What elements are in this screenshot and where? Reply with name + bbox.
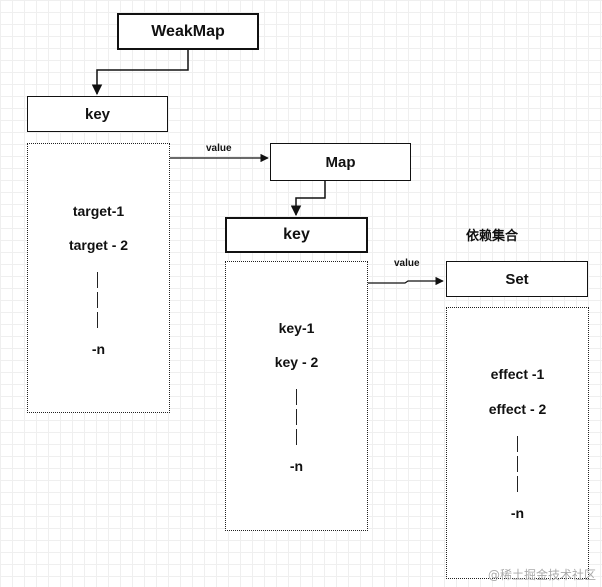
dependency-set-title: 依赖集合 [466, 228, 519, 243]
watermark: @稀土掘金技术社区 [487, 568, 596, 582]
weakmap-to-key-connector [91, 50, 189, 96]
level3-ellipsis-bar [517, 436, 518, 452]
level2-key-label: key [283, 226, 310, 243]
level1-ellipsis-bar [97, 312, 98, 328]
level2-entry-2: key - 2 [274, 354, 319, 370]
value-label-1: value [206, 143, 232, 154]
set-label: Set [505, 270, 529, 288]
level2-ellipsis-bar [296, 429, 297, 445]
set-box: Set [446, 261, 588, 297]
level3-ellipsis-bar [517, 456, 518, 472]
map-box: Map [270, 143, 411, 181]
map-label: Map [325, 153, 356, 171]
level3-ellipsis-end: -n [510, 505, 525, 521]
level1-entry-2: target - 2 [68, 237, 129, 253]
level2-key-box: key [225, 217, 368, 253]
weakmap-box: WeakMap [117, 13, 259, 50]
level2-ellipsis-bar [296, 389, 297, 405]
level1-key-label: key [84, 105, 111, 123]
level1-ellipsis-end: -n [91, 341, 106, 357]
level1-entry-1: target-1 [72, 203, 125, 219]
level1-key-box: key [27, 96, 168, 132]
weakmap-label: WeakMap [151, 22, 225, 40]
value-arrow-2 [368, 276, 444, 286]
level3-entry-2: effect - 2 [488, 401, 547, 417]
level2-ellipsis-bar [296, 409, 297, 425]
level1-ellipsis-bar [97, 272, 98, 288]
level3-ellipsis-bar [517, 476, 518, 492]
level1-ellipsis-bar [97, 292, 98, 308]
level1-entries-container [27, 143, 170, 413]
level2-ellipsis-end: -n [289, 458, 304, 474]
value-label-2: value [394, 258, 420, 269]
level3-entry-1: effect -1 [490, 366, 545, 382]
level2-entry-1: key-1 [278, 320, 315, 336]
map-to-key-connector [290, 181, 326, 217]
